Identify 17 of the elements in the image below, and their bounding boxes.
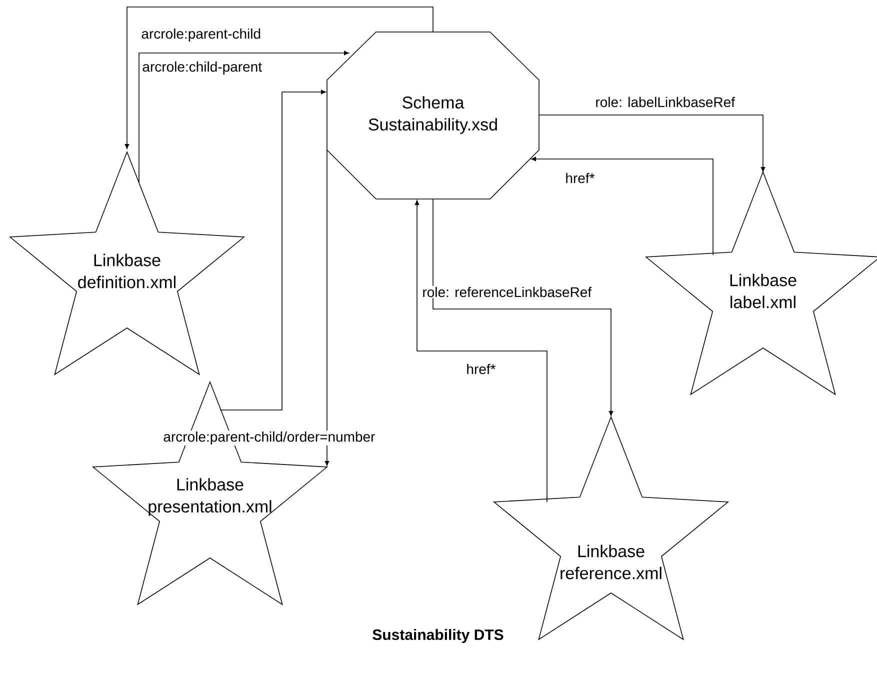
edge-label: arcrole:parent-child <box>140 27 262 43</box>
arrow <box>432 198 614 416</box>
edge-label: role: labelLinkbaseRef <box>594 96 736 108</box>
edge-label: arcrole:parent-child/order=number <box>162 430 376 446</box>
arrow <box>414 200 548 502</box>
arrow <box>220 90 326 410</box>
edge-label: href* <box>465 362 497 376</box>
arrow <box>124 6 434 149</box>
arrow <box>531 156 714 256</box>
octagon: Schema Sustainability.xsd <box>326 32 540 200</box>
edge-label: href* <box>564 172 596 184</box>
arrow <box>324 150 330 466</box>
arrow <box>138 50 349 184</box>
arrow <box>538 114 766 172</box>
edge-label: role: referenceLinkbaseRef <box>421 286 593 298</box>
title: Sustainability DTS <box>372 629 504 643</box>
edge-label: arcrole:child-parent <box>141 60 264 76</box>
